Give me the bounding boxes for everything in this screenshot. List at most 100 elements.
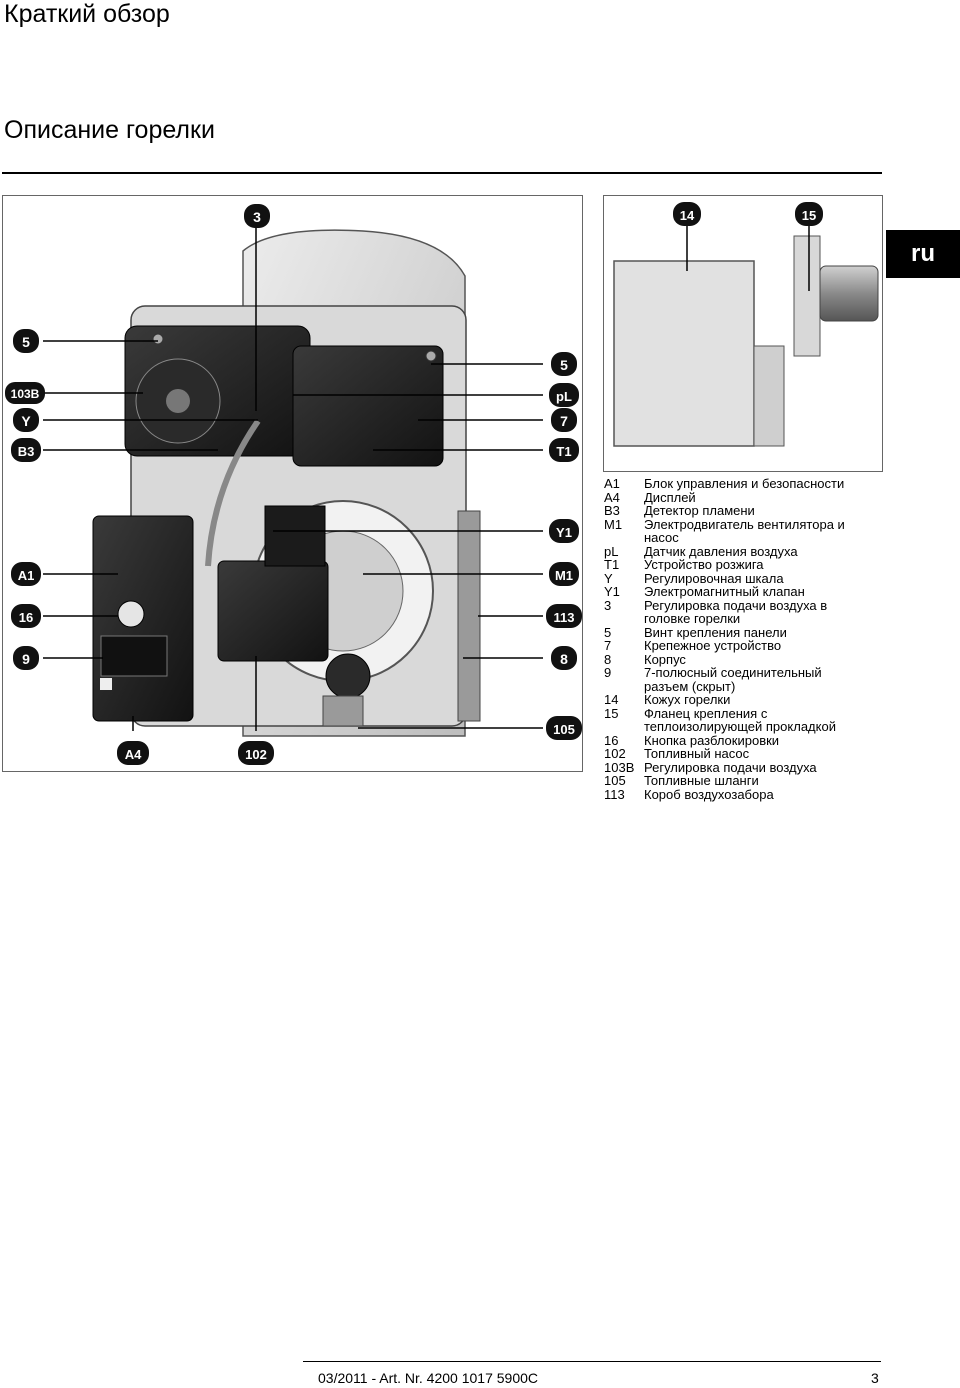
legend-item: A1 Блок управления и безопасности bbox=[604, 477, 904, 491]
svg-text:8: 8 bbox=[560, 651, 568, 667]
legend-description: Винт крепления панели bbox=[644, 624, 787, 640]
callout-9: 9 bbox=[13, 646, 39, 670]
svg-text:A1: A1 bbox=[18, 568, 35, 583]
legend-item: 103B Регулировка подачи воздуха bbox=[604, 759, 904, 775]
legend-code: A4 bbox=[604, 489, 620, 505]
legend-description: теплоизолирующей прокладкой bbox=[644, 719, 836, 734]
svg-text:Y1: Y1 bbox=[556, 525, 572, 540]
callout-3: 3 bbox=[244, 204, 270, 228]
legend-description: Электродвигатель вентилятора и bbox=[644, 516, 845, 532]
svg-text:A4: A4 bbox=[125, 747, 142, 762]
callout-pl: pL bbox=[549, 383, 579, 407]
callout-5-left: 5 bbox=[13, 329, 39, 353]
legend-description: Электромагнитный клапан bbox=[644, 584, 805, 599]
legend-description: 7-полюсный соединительный bbox=[644, 665, 822, 680]
legend-description: Датчик давления воздуха bbox=[644, 543, 798, 559]
burner-side-illustration: 14 15 bbox=[603, 195, 883, 472]
callout-a1: A1 bbox=[11, 562, 41, 586]
legend-item: A4 Дисплей bbox=[604, 489, 904, 505]
svg-text:16: 16 bbox=[19, 610, 33, 625]
svg-text:5: 5 bbox=[560, 357, 568, 373]
legend-item: 7 Крепежное устройство bbox=[604, 639, 904, 653]
legend-description: Корпус bbox=[644, 651, 686, 667]
callout-15: 15 bbox=[795, 202, 823, 226]
legend-item: pL Датчик давления воздуха bbox=[604, 543, 904, 559]
svg-text:M1: M1 bbox=[555, 568, 573, 583]
svg-text:105: 105 bbox=[553, 722, 575, 737]
legend-item: 15 Фланец крепления с bbox=[604, 705, 904, 721]
legend-code: 105 bbox=[604, 773, 626, 788]
legend-description: Кожух горелки bbox=[644, 692, 731, 707]
legend-item: головке горелки bbox=[604, 612, 904, 626]
legend-code: 113 bbox=[604, 786, 625, 802]
svg-text:9: 9 bbox=[22, 651, 30, 667]
callout-16: 16 bbox=[11, 604, 41, 628]
callout-t1: T1 bbox=[549, 438, 579, 462]
svg-text:15: 15 bbox=[802, 208, 816, 223]
legend-description: Кнопка разблокировки bbox=[644, 732, 780, 748]
language-tab: ru bbox=[886, 230, 960, 278]
legend-code: 5 bbox=[604, 624, 612, 640]
legend-code: 3 bbox=[604, 597, 612, 613]
legend-code: Y bbox=[604, 570, 613, 586]
svg-text:14: 14 bbox=[680, 208, 695, 223]
callout-5-right: 5 bbox=[551, 352, 577, 376]
page-number: 3 bbox=[871, 1370, 879, 1386]
legend-description: головке горелки bbox=[644, 611, 741, 626]
legend-description: Топливный насос bbox=[644, 746, 750, 761]
svg-text:103B: 103B bbox=[11, 387, 40, 401]
legend-code: Y1 bbox=[604, 584, 620, 599]
callout-7: 7 bbox=[551, 408, 577, 432]
legend-description: Блок управления и безопасности bbox=[644, 476, 845, 491]
callout-103b: 103B bbox=[5, 382, 45, 404]
legend-code: 8 bbox=[604, 651, 612, 667]
legend-code: 15 bbox=[604, 705, 619, 721]
legend-description: Дисплей bbox=[644, 489, 696, 505]
legend-description: Регулировка подачи воздуха bbox=[644, 759, 817, 775]
footer-article-number: 03/2011 - Art. Nr. 4200 1017 5900C bbox=[318, 1370, 539, 1386]
page-title: Краткий обзор bbox=[4, 0, 170, 28]
callout-y1: Y1 bbox=[549, 519, 579, 543]
legend-description: Фланец крепления с bbox=[644, 705, 768, 721]
legend-code bbox=[604, 720, 644, 734]
legend-code: 103B bbox=[604, 759, 635, 775]
callout-y: Y bbox=[13, 408, 39, 432]
legend-code: 7 bbox=[604, 638, 612, 653]
legend-item: 5 Винт крепления панели bbox=[604, 624, 904, 640]
callout-102: 102 bbox=[238, 741, 274, 765]
svg-text:5: 5 bbox=[22, 334, 30, 350]
legend-item: Y1 Электромагнитный клапан bbox=[604, 585, 904, 599]
callout-113: 113 bbox=[546, 604, 582, 628]
legend-item: M1 Электродвигатель вентилятора и bbox=[604, 516, 904, 532]
legend-description: разъем (скрыт) bbox=[644, 678, 736, 694]
callout-14: 14 bbox=[673, 202, 701, 226]
legend-code bbox=[604, 612, 644, 626]
legend-item: 102 Топливный насос bbox=[604, 747, 904, 761]
legend-code: 102 bbox=[604, 746, 626, 761]
legend-item: 9 7-полюсный соединительный bbox=[604, 666, 904, 680]
legend-code: 16 bbox=[604, 732, 619, 748]
legend-code: A1 bbox=[604, 476, 620, 491]
legend-item: разъем (скрыт) bbox=[604, 678, 904, 694]
legend-item: 8 Корпус bbox=[604, 651, 904, 667]
legend-code bbox=[604, 531, 644, 545]
footer-divider bbox=[303, 1361, 881, 1362]
legend-description: Крепежное устройство bbox=[644, 638, 782, 653]
svg-text:113: 113 bbox=[554, 610, 575, 625]
legend-code bbox=[604, 680, 644, 694]
legend-description: Короб воздухозабора bbox=[644, 786, 774, 802]
svg-text:3: 3 bbox=[253, 209, 261, 225]
legend-code: 9 bbox=[604, 665, 612, 680]
callout-a4: A4 bbox=[117, 741, 149, 765]
legend-code: pL bbox=[604, 543, 619, 559]
legend-description: Устройство розжига bbox=[644, 557, 764, 572]
callout-105: 105 bbox=[546, 716, 582, 740]
svg-text:T1: T1 bbox=[556, 444, 571, 459]
legend-code: M1 bbox=[604, 516, 623, 532]
